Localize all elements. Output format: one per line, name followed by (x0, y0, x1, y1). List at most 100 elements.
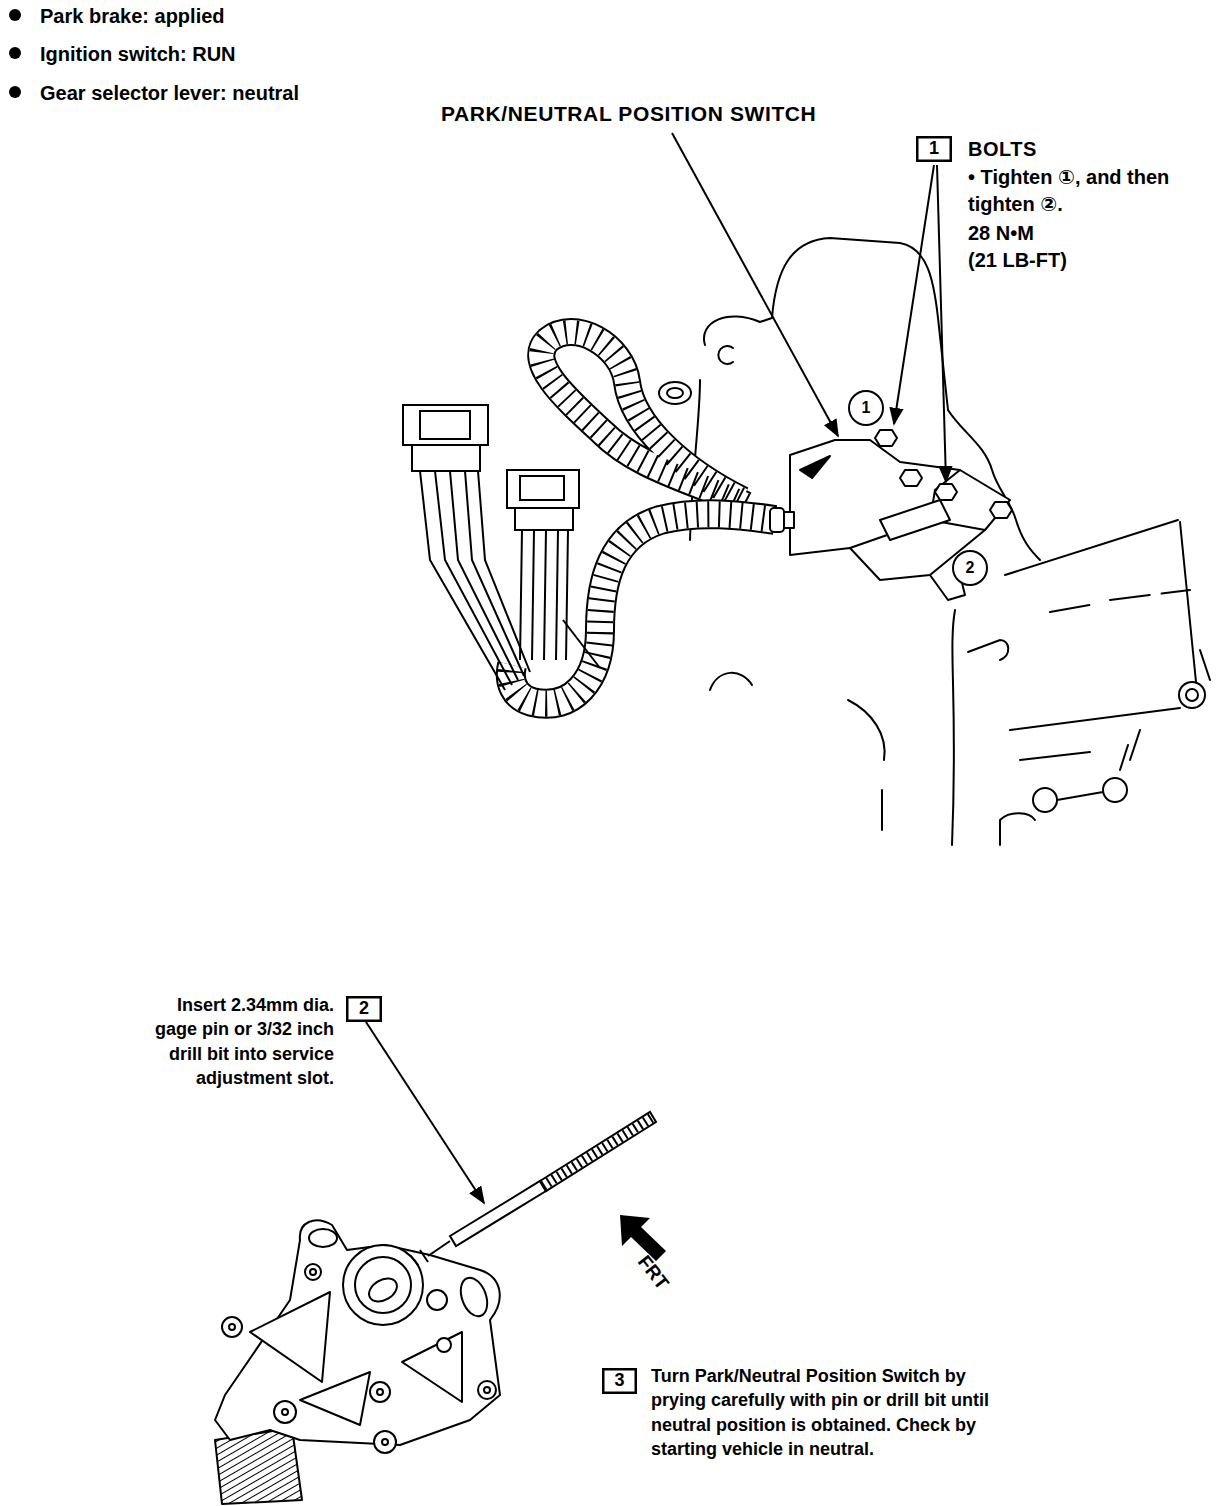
wire-harness (511, 514, 775, 704)
switch-detail (274, 1401, 296, 1423)
position-switch (770, 508, 784, 532)
transmission-case (1120, 730, 1140, 770)
switch-detail (377, 1389, 383, 1395)
switch-detail (355, 1257, 411, 1313)
callout-circle: 1 (848, 390, 884, 426)
transmission-case (1057, 792, 1103, 800)
note-text: • Tighten ①, and then tighten ②. (968, 164, 1173, 218)
condition-text: Park brake: applied (40, 3, 225, 30)
transmission-case (659, 238, 1210, 845)
switch-detail (309, 1229, 337, 1247)
callout-circle: 2 (952, 550, 988, 586)
transmission-case (881, 790, 883, 830)
leader-line (366, 133, 946, 1203)
circle-outline (953, 551, 987, 585)
leader-line (672, 133, 838, 436)
transmission-case (1050, 590, 1190, 612)
switch-detail (478, 1381, 496, 1399)
switch-detail (250, 1292, 330, 1382)
switch-detail (427, 1290, 447, 1310)
part-name: PARK/NEUTRAL POSITION SWITCH (441, 100, 816, 128)
harness-connector (403, 405, 600, 690)
switch-detail (282, 1409, 288, 1415)
switch-detail (215, 1220, 500, 1445)
torque-value: (21 LB-FT) (968, 247, 1067, 274)
callout-box: 3 (602, 1368, 637, 1394)
switch-detail (402, 1332, 462, 1402)
bullet-dot (9, 9, 21, 98)
callout-number: 1 (916, 139, 952, 159)
switch-detail (437, 1338, 451, 1352)
bullet-dot (9, 9, 21, 21)
transmission-case (659, 382, 691, 404)
harness-connector (403, 405, 488, 445)
transmission-case (1020, 752, 1090, 760)
front-arrow (620, 1215, 666, 1261)
callout-number: 1 (848, 399, 884, 417)
position-switch (875, 430, 897, 446)
transmission-case (667, 388, 683, 398)
switch-detail (410, 1250, 428, 1265)
drill-bit (450, 1181, 546, 1246)
switch-detail (215, 1220, 500, 1504)
harness-connector (420, 411, 470, 439)
position-switch (800, 456, 830, 478)
transmission-case (1200, 650, 1210, 680)
callout-box: 2 (346, 996, 382, 1022)
leader-line (894, 165, 934, 424)
drill-bit (428, 1241, 450, 1256)
part-name: BOLTS (968, 136, 1037, 163)
wire-harness (511, 332, 775, 704)
harness-connector (520, 476, 564, 500)
transmission-case (1005, 520, 1178, 575)
leader-line (366, 1022, 484, 1203)
switch-detail (229, 1324, 235, 1330)
transmission-case (968, 640, 1008, 660)
switch-detail (374, 1431, 396, 1453)
callout-box: 1 (916, 136, 952, 162)
note-text: Turn Park/Neutral Position Switch by pry… (651, 1364, 1021, 1461)
position-switch (900, 470, 922, 486)
switch-detail (370, 1382, 390, 1402)
harness-connector (412, 445, 480, 471)
switch-detail (300, 1372, 370, 1425)
callout-number: 2 (952, 559, 988, 577)
harness-connector (515, 508, 573, 530)
switch-detail (484, 1387, 490, 1393)
transmission-case (1033, 788, 1057, 812)
bullet-dot (9, 86, 21, 98)
direction-label: FRT (632, 1250, 675, 1295)
transmission-case (718, 346, 733, 364)
switch-detail (222, 1317, 242, 1337)
circle-outline (849, 391, 883, 425)
switch-detail (382, 1439, 388, 1445)
transmission-case (1000, 813, 1035, 845)
condition-text: Gear selector lever: neutral (40, 80, 299, 107)
leader-line (937, 165, 946, 482)
callout-number: 3 (602, 1371, 637, 1391)
transmission-case (704, 238, 948, 410)
switch-detail (365, 1274, 401, 1306)
position-switch (784, 512, 794, 528)
switch-detail (215, 1428, 302, 1504)
wire-harness (511, 514, 775, 704)
switch-detail (456, 1274, 492, 1320)
position-switch (935, 484, 957, 500)
switch-detail (310, 1269, 316, 1275)
bullet-dot (9, 47, 21, 59)
position-switch (770, 430, 1012, 600)
front-arrow (620, 1215, 666, 1261)
switch-detail (305, 1264, 321, 1280)
transmission-case (1179, 682, 1205, 708)
harness-connector (520, 530, 568, 660)
drill-bit (540, 1112, 656, 1191)
transmission-case (848, 700, 885, 760)
transmission-case (1180, 522, 1196, 682)
position-switch (850, 470, 985, 548)
position-switch (880, 500, 950, 540)
transmission-case (1186, 689, 1198, 701)
condition-text: Ignition switch: RUN (40, 41, 236, 68)
drill-bit (543, 1117, 653, 1186)
